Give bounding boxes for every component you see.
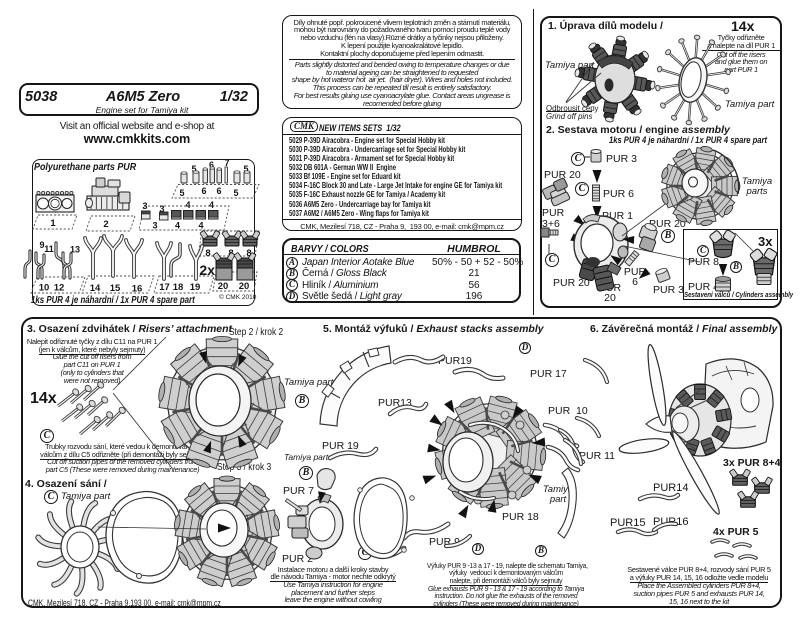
svg-text:18: 18: [173, 282, 184, 293]
svg-text:5: 5: [191, 164, 196, 174]
svg-text:6: 6: [216, 186, 221, 196]
svg-text:3: 3: [142, 201, 147, 211]
svg-text:5: 5: [233, 188, 238, 198]
svg-text:14: 14: [90, 283, 101, 294]
svg-text:5: 5: [243, 164, 248, 174]
svg-text:8: 8: [246, 248, 251, 259]
svg-text:19: 19: [190, 282, 201, 293]
svg-text:9: 9: [39, 240, 44, 250]
svg-text:2x: 2x: [199, 262, 215, 278]
svg-text:17: 17: [159, 282, 170, 293]
svg-text:1: 1: [50, 218, 56, 229]
svg-text:8: 8: [205, 248, 210, 259]
svg-text:6: 6: [209, 160, 214, 170]
svg-text:3: 3: [159, 204, 164, 214]
svg-text:11: 11: [44, 244, 54, 254]
svg-text:20: 20: [218, 281, 229, 292]
svg-text:10: 10: [39, 283, 50, 294]
svg-text:16: 16: [132, 284, 143, 295]
svg-text:7: 7: [224, 158, 229, 168]
svg-text:15: 15: [110, 283, 121, 294]
svg-text:2: 2: [103, 219, 108, 230]
svg-text:6: 6: [201, 186, 206, 196]
svg-text:4: 4: [175, 221, 180, 231]
svg-text:4: 4: [198, 221, 203, 231]
svg-text:20: 20: [239, 281, 250, 292]
svg-text:4: 4: [185, 200, 190, 210]
svg-text:12: 12: [54, 283, 65, 294]
svg-text:3: 3: [152, 221, 157, 231]
svg-text:4: 4: [209, 200, 214, 210]
svg-text:13: 13: [70, 245, 80, 255]
svg-text:5: 5: [179, 188, 184, 198]
